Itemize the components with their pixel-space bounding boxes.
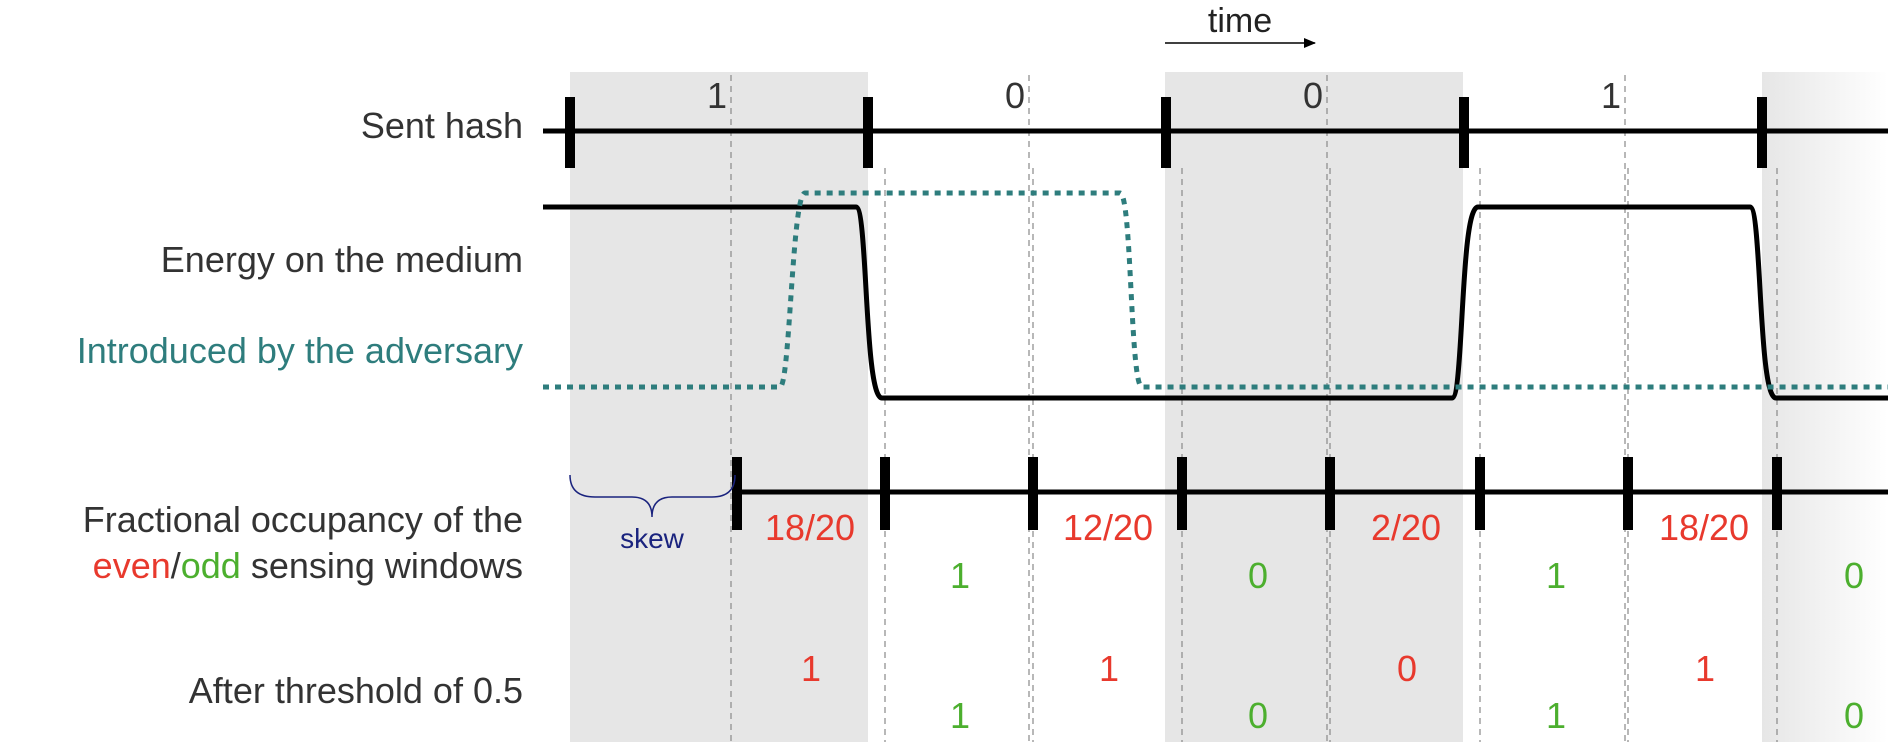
energy-row	[543, 190, 1888, 401]
sent-bit-label: 1	[1601, 75, 1621, 116]
label-energy: Energy on the medium	[161, 239, 523, 280]
time-label: time	[1208, 2, 1272, 40]
even-fractions: 18/20 12/20 2/20 18/20	[765, 507, 1749, 548]
odd-value-label: 0	[1248, 555, 1268, 596]
even-fraction-label: 12/20	[1063, 507, 1153, 548]
skew-brace-path	[569, 474, 736, 518]
label-fractional-line1: Fractional occupancy of the	[83, 499, 523, 540]
threshold-odd: 1 0 1 0	[950, 695, 1864, 736]
label-even: even	[93, 545, 171, 586]
label-sensing-windows: sensing windows	[241, 545, 523, 586]
sent-bits: 1 0 0 1	[707, 75, 1621, 116]
label-slash: /	[171, 545, 181, 586]
odd-value-label: 1	[950, 555, 970, 596]
sent-hash-row	[543, 97, 1888, 168]
label-sent-hash: Sent hash	[361, 105, 523, 146]
threshold-even: 1 1 0 1	[801, 648, 1715, 689]
label-fractional-line2: even/odd sensing windows	[93, 545, 523, 586]
label-odd: odd	[181, 545, 241, 586]
adversary-waveform	[543, 190, 1888, 390]
even-fraction-label: 2/20	[1371, 507, 1441, 548]
sent-bit-label: 0	[1303, 75, 1323, 116]
skew-brace: skew	[569, 474, 736, 554]
threshold-odd-label: 0	[1844, 695, 1864, 736]
shade-period-5	[1762, 72, 1888, 742]
threshold-odd-label: 1	[1546, 695, 1566, 736]
odd-value-label: 1	[1546, 555, 1566, 596]
label-adversary: Introduced by the adversary	[77, 330, 523, 371]
label-threshold: After threshold of 0.5	[189, 670, 523, 711]
threshold-even-label: 0	[1397, 648, 1417, 689]
threshold-even-label: 1	[1099, 648, 1119, 689]
even-fraction-label: 18/20	[1659, 507, 1749, 548]
shade-period-3	[1165, 72, 1463, 742]
threshold-even-label: 1	[801, 648, 821, 689]
energy-waveform	[543, 204, 1888, 401]
threshold-odd-label: 0	[1248, 695, 1268, 736]
threshold-odd-label: 1	[950, 695, 970, 736]
shaded-periods	[570, 72, 1888, 742]
row-labels: Sent hash Energy on the medium Introduce…	[77, 105, 523, 711]
even-fraction-label: 18/20	[765, 507, 855, 548]
odd-value-label: 0	[1844, 555, 1864, 596]
odd-values: 1 0 1 0	[950, 555, 1864, 596]
time-axis: time	[1165, 2, 1316, 48]
sent-bit-label: 0	[1005, 75, 1025, 116]
shade-period-1	[570, 72, 868, 742]
skew-label: skew	[620, 523, 685, 554]
dashed-guides	[730, 75, 1778, 742]
sent-bit-label: 1	[707, 75, 727, 116]
sensing-window-row	[732, 457, 1888, 530]
threshold-even-label: 1	[1695, 648, 1715, 689]
